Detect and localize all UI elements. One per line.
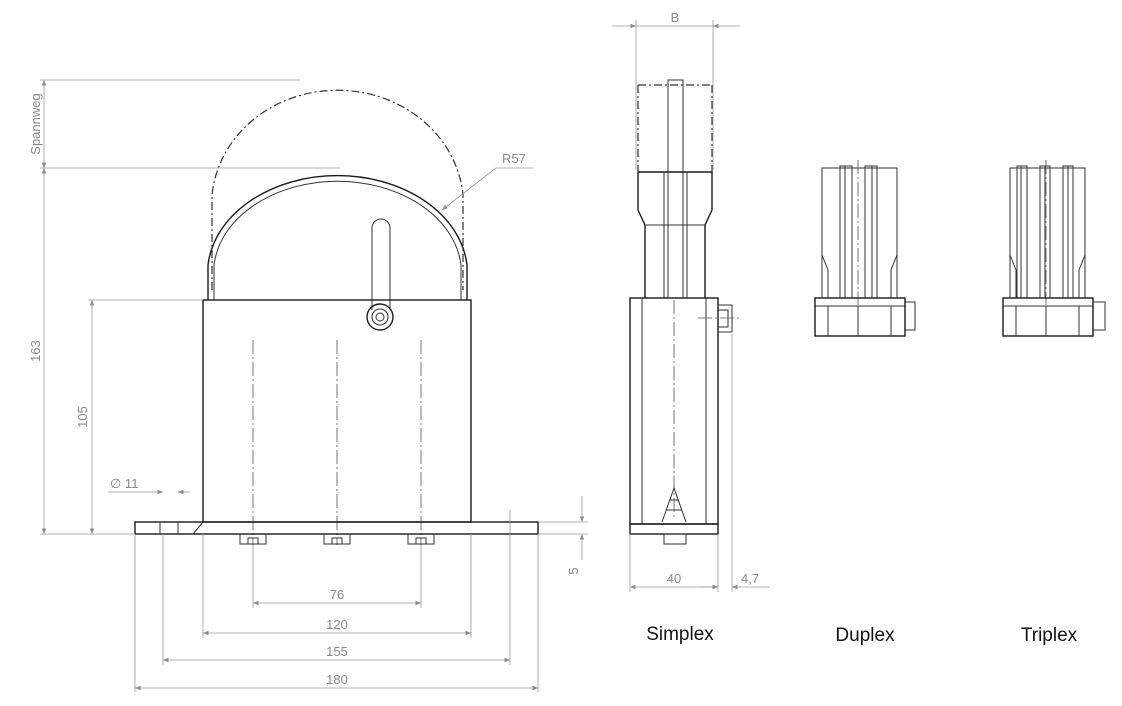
caption-simplex: Simplex: [646, 624, 714, 645]
dim-40-label: 40: [667, 571, 681, 586]
dim-5-label: 5: [566, 567, 581, 574]
dim-180-label: 180: [326, 672, 348, 687]
dim-spannweg-label: Spannweg: [28, 93, 43, 154]
dim-163-label: 163: [28, 340, 43, 362]
caption-duplex: Duplex: [835, 625, 895, 646]
dim-105-label: 105: [75, 406, 90, 428]
front-view: [40, 79, 588, 692]
dim-b-label: B: [671, 10, 680, 25]
dim-155-label: 155: [326, 644, 348, 659]
dim-d11-label: ∅ 11: [110, 476, 138, 491]
triplex-view: [1002, 160, 1106, 337]
caption-triplex: Triplex: [1021, 625, 1078, 646]
dim-120-label: 120: [326, 617, 348, 632]
side-view-simplex: [612, 20, 770, 592]
dim-4-7-label: 4,7: [741, 571, 759, 586]
duplex-view: [814, 160, 916, 337]
dim-76-label: 76: [330, 587, 344, 602]
dim-r57-label: R57: [502, 151, 526, 166]
